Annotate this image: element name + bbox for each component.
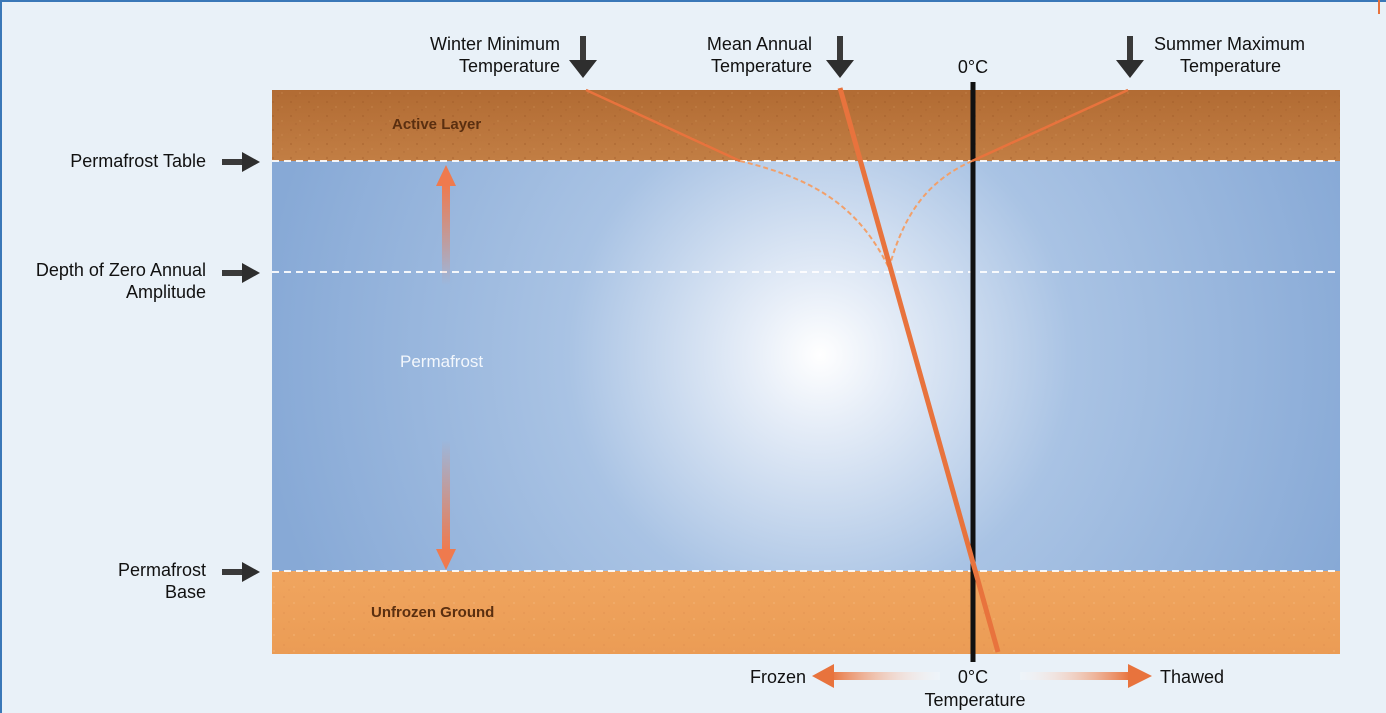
frozen-label: Frozen (749, 667, 806, 687)
mean-annual-line (837, 87, 1001, 653)
temperature-axis-label: Temperature (924, 690, 1026, 710)
zero-celsius-top-label: 0°C (957, 57, 989, 77)
right-arrow-icon (222, 263, 260, 283)
winter-minimum-line (585, 88, 741, 163)
winter-minimum-label: Winter Minimum Temperature (429, 34, 560, 76)
thawed-label: Thawed (1160, 667, 1225, 687)
active-layer-label: Active Layer (392, 116, 482, 133)
summer-envelope-curve (888, 160, 973, 269)
depth-zero-annual-amplitude-label: Depth of Zero Annual Amplitude (35, 260, 206, 302)
right-arrow-icon (1020, 664, 1152, 688)
down-arrow-icon (569, 36, 597, 78)
double-arrow-icon (436, 165, 456, 570)
corner-accent (1378, 0, 1380, 14)
permafrost-label: Permafrost (400, 352, 484, 371)
permafrost-table-label: Permafrost Table (70, 151, 206, 171)
right-arrow-icon (222, 562, 260, 582)
left-arrow-icon (812, 664, 940, 688)
summer-maximum-label: Summer Maximum Temperature (1154, 34, 1306, 76)
winter-envelope-curve (739, 160, 890, 269)
right-arrow-icon (222, 152, 260, 172)
unfrozen-ground-label: Unfrozen Ground (371, 604, 495, 621)
permafrost-base-label: Permafrost Base (117, 560, 206, 602)
mean-annual-label: Mean Annual Temperature (706, 34, 812, 76)
summer-maximum-line (971, 88, 1129, 163)
zero-celsius-bottom-label: 0°C (957, 667, 989, 687)
down-arrow-icon (1116, 36, 1144, 78)
down-arrow-icon (826, 36, 854, 78)
